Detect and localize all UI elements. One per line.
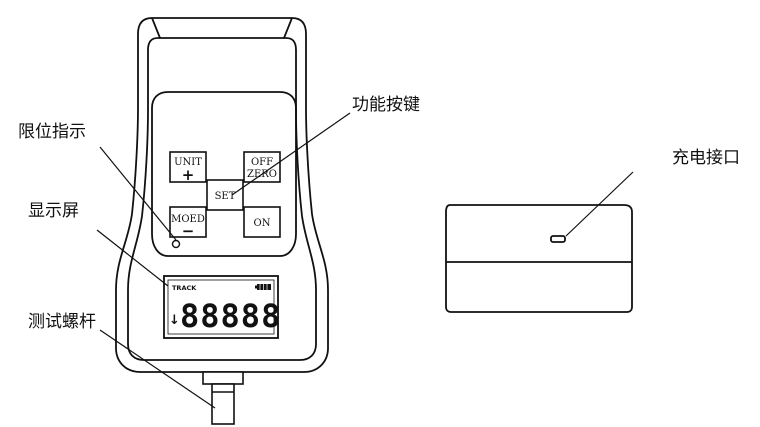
minus-icon: − — [182, 222, 195, 240]
label-test-screw: 测试螺杆 — [28, 312, 96, 332]
device-top-cap — [151, 17, 293, 39]
set-button[interactable]: SET — [206, 179, 244, 211]
label-charging-port: 充电接口 — [672, 148, 740, 168]
on-button-label: ON — [254, 218, 271, 229]
device-outer-shell — [115, 17, 329, 373]
leader-charging-port — [565, 171, 634, 237]
down-arrow-icon: ↓ — [169, 313, 180, 328]
leader-limit-indicator — [99, 146, 177, 241]
plus-icon: + — [182, 166, 195, 184]
leader-test-screw — [99, 329, 216, 409]
limit-indicator-led — [171, 239, 181, 249]
charging-side-view — [445, 204, 633, 313]
unit-button[interactable]: UNIT + — [169, 151, 207, 184]
device-body — [115, 17, 329, 373]
test-screw — [202, 371, 244, 425]
label-function-keys: 功能按键 — [352, 95, 420, 115]
lcd-digits: 88888 — [180, 297, 281, 335]
mode-button-label: MOED — [171, 214, 205, 225]
track-label: TRACK — [172, 284, 197, 292]
leader-display-screen — [96, 229, 169, 287]
lcd-display: TRACK ↓ 88888 — [163, 275, 281, 339]
unit-button-label: UNIT — [174, 157, 202, 168]
label-limit-indicator: 限位指示 — [18, 122, 86, 142]
set-button-label: SET — [215, 191, 236, 202]
battery-icon — [255, 284, 271, 290]
off-zero-button[interactable]: OFF ZERO — [243, 151, 281, 183]
mode-button[interactable]: MOED − — [169, 206, 207, 240]
label-display-screen: 显示屏 — [28, 201, 79, 221]
leader-function-keys — [231, 112, 351, 196]
off-button-label: OFF — [251, 157, 273, 168]
on-button[interactable]: ON — [243, 206, 281, 238]
charging-port — [550, 235, 566, 243]
button-panel — [151, 91, 297, 257]
